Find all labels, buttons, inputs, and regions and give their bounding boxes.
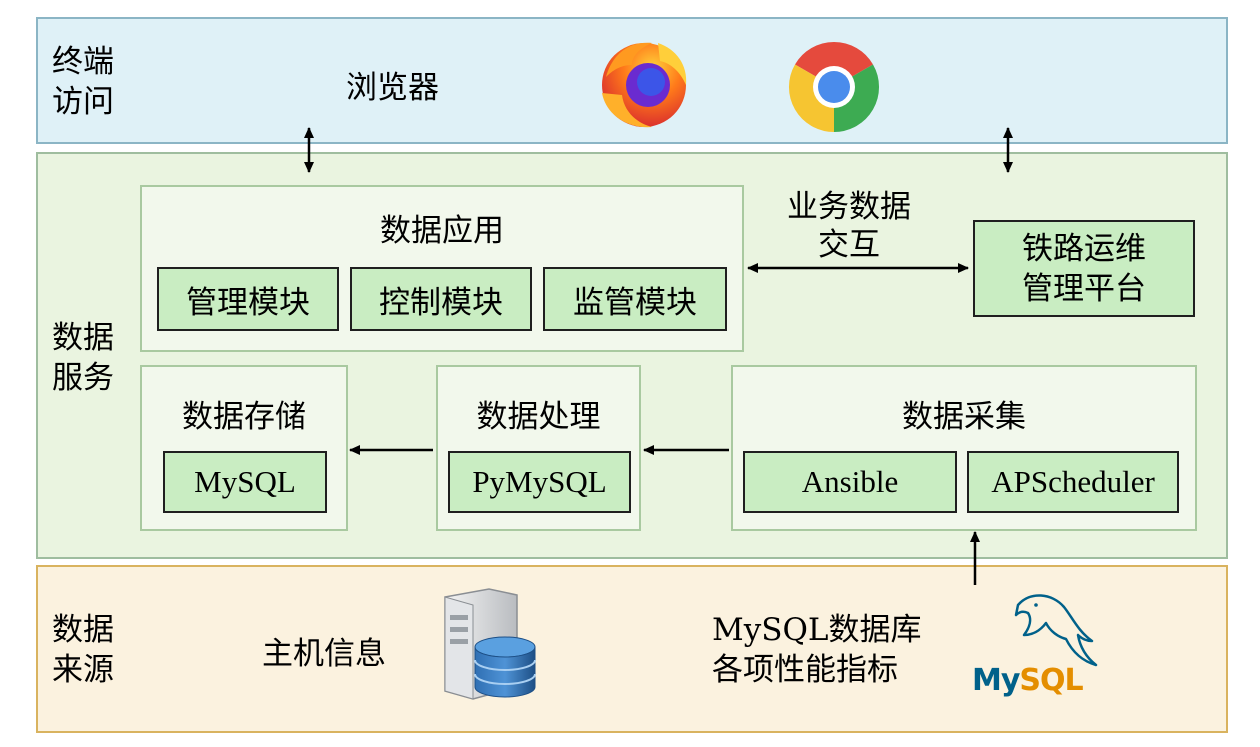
data-service-label-line2: 服务 bbox=[52, 360, 114, 396]
ansible-module: Ansible bbox=[743, 451, 957, 513]
data-source-label-line2: 来源 bbox=[52, 652, 114, 688]
mysql-performance-line2: 各项性能指标 bbox=[712, 652, 898, 688]
host-info-label: 主机信息 bbox=[262, 636, 386, 672]
mysql-storage-module: MySQL bbox=[163, 451, 327, 513]
mysql-logo: MySQL bbox=[960, 585, 1120, 705]
browser-label: 浏览器 bbox=[346, 70, 439, 106]
data-processing-panel: 数据处理 PyMySQL bbox=[436, 365, 641, 531]
management-module: 管理模块 bbox=[157, 267, 339, 331]
mysql-logo-text: MySQL bbox=[972, 663, 1084, 698]
control-module: 控制模块 bbox=[350, 267, 532, 331]
data-application-panel: 数据应用 管理模块 控制模块 监管模块 bbox=[140, 185, 744, 352]
mysql-dolphin-icon bbox=[1014, 594, 1098, 667]
data-collection-title: 数据采集 bbox=[902, 399, 1026, 435]
apscheduler-module: APScheduler bbox=[967, 451, 1179, 513]
pymysql-module: PyMySQL bbox=[448, 451, 631, 513]
mysql-performance-line1: MySQL数据库 bbox=[712, 612, 922, 648]
data-source-label-line1: 数据 bbox=[52, 612, 114, 648]
business-data-exchange-line1: 业务数据 bbox=[787, 189, 911, 225]
server-database-icon bbox=[444, 588, 536, 700]
data-processing-title: 数据处理 bbox=[476, 399, 601, 435]
terminal-access-label-line1: 终端 bbox=[52, 44, 114, 80]
mysql-logo-text: MySQL bbox=[972, 663, 1084, 698]
data-source-label: 数据 来源 bbox=[52, 610, 114, 690]
business-data-exchange-label: 业务数据 交互 bbox=[778, 188, 920, 264]
data-storage-panel: 数据存储 MySQL bbox=[140, 365, 348, 531]
railway-ops-platform: 铁路运维 管理平台 bbox=[973, 220, 1195, 317]
data-storage-title: 数据存储 bbox=[182, 399, 306, 435]
terminal-access-label-line2: 访问 bbox=[52, 84, 114, 120]
data-application-title: 数据应用 bbox=[380, 213, 504, 249]
data-service-label-line1: 数据 bbox=[52, 320, 114, 356]
supervision-module: 监管模块 bbox=[543, 267, 727, 331]
data-source-layer bbox=[36, 565, 1228, 733]
firefox-icon bbox=[602, 42, 687, 128]
chrome-icon bbox=[788, 41, 880, 133]
data-collection-panel: 数据采集 Ansible APScheduler bbox=[731, 365, 1197, 531]
data-service-label: 数据 服务 bbox=[52, 318, 114, 398]
terminal-access-label: 终端 访问 bbox=[52, 42, 114, 122]
railway-ops-platform-line2: 管理平台 bbox=[1022, 270, 1146, 307]
business-data-exchange-line2: 交互 bbox=[818, 227, 880, 263]
railway-ops-platform-line1: 铁路运维 bbox=[1022, 230, 1146, 267]
mysql-performance-label: MySQL数据库 各项性能指标 bbox=[712, 610, 922, 690]
